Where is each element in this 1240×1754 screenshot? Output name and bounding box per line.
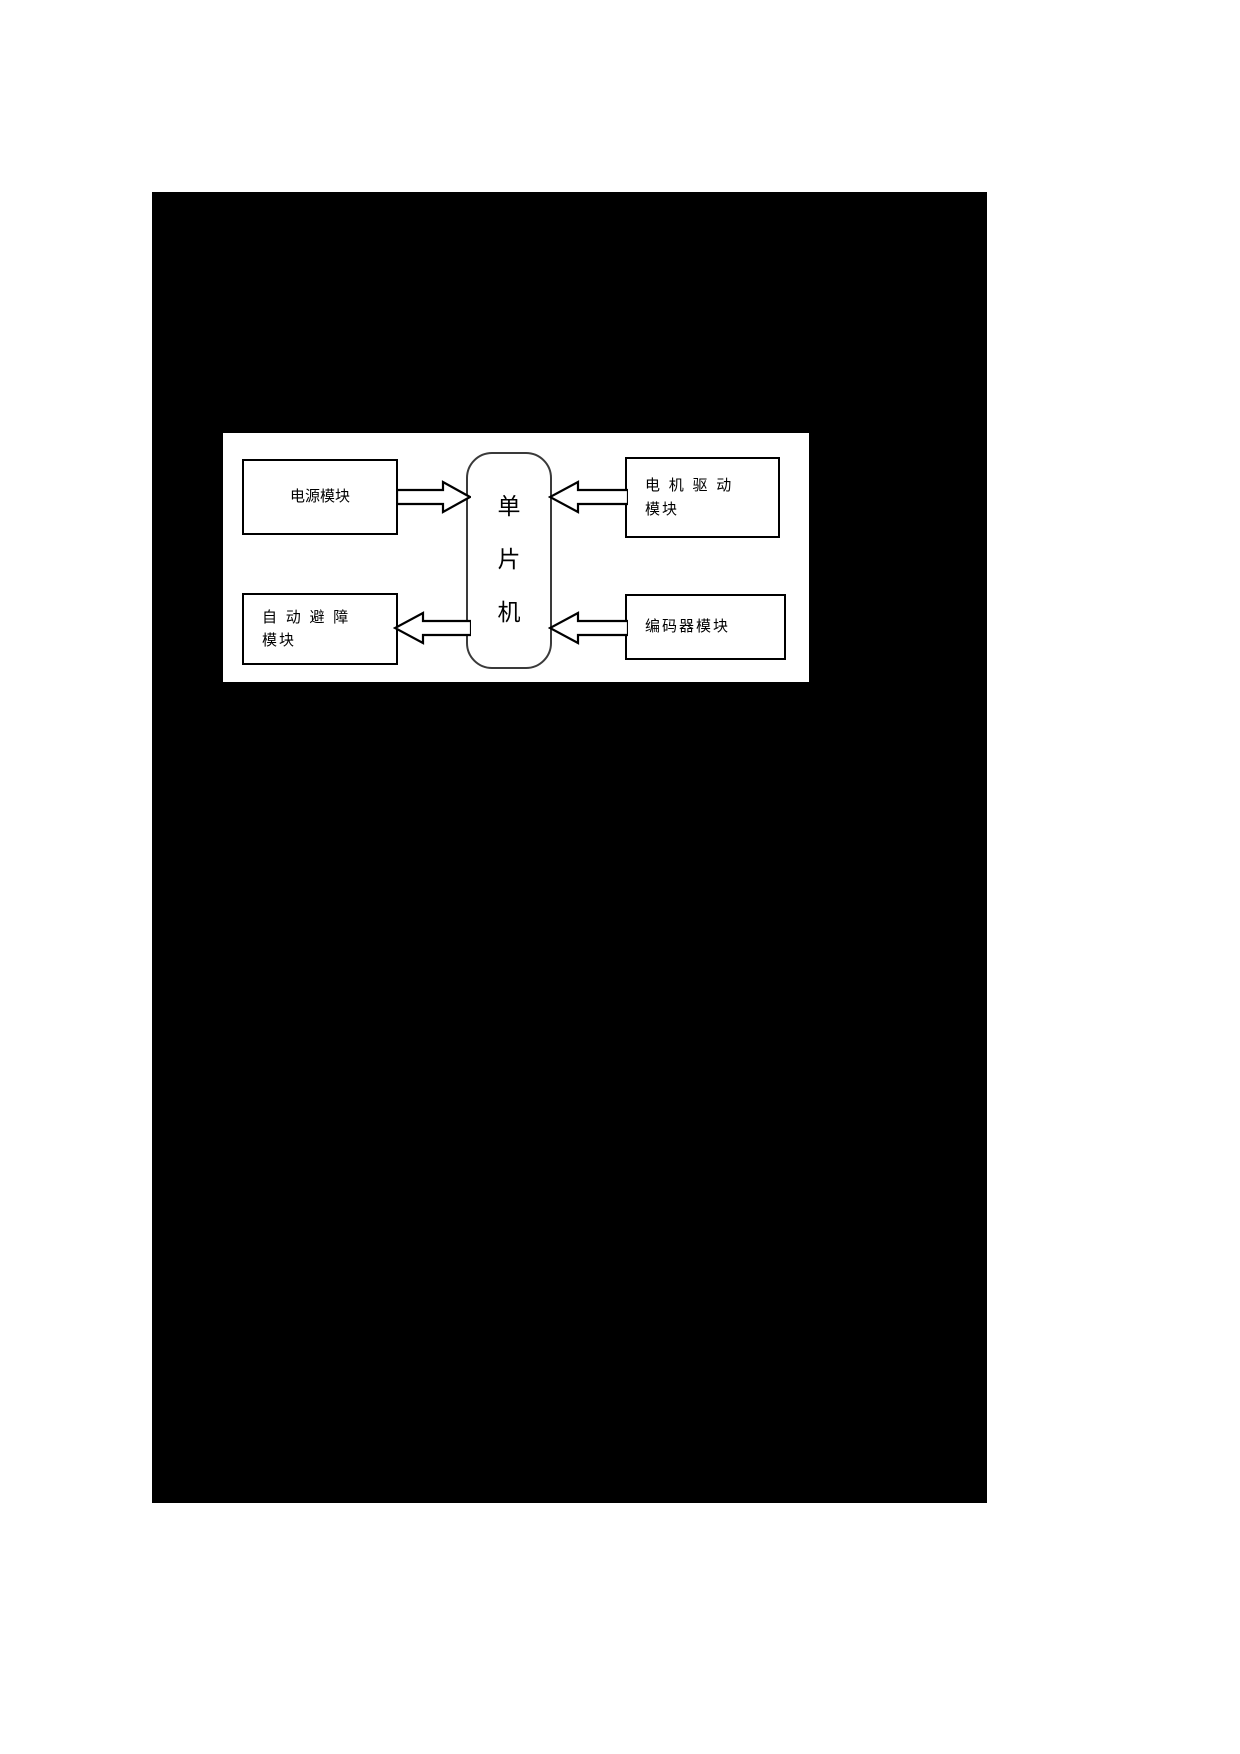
node-mcu-char-1: 单 bbox=[497, 494, 521, 520]
block-diagram-canvas: 电源模块 自 动 避 障 模块 单 片 机 电 机 驱 动 模块 编码器模块 bbox=[223, 433, 809, 682]
node-encoder-module: 编码器模块 bbox=[625, 594, 786, 660]
scanned-page-background bbox=[152, 192, 987, 1503]
node-mcu-char-3: 机 bbox=[497, 600, 521, 626]
node-power-module-label: 电源模块 bbox=[289, 487, 350, 506]
node-encoder-label: 编码器模块 bbox=[645, 617, 731, 636]
node-motor-driver-label-line2: 模块 bbox=[645, 499, 680, 518]
node-mcu: 单 片 机 bbox=[466, 452, 552, 669]
arrow-mcu-to-obstacle-avoidance-icon bbox=[393, 611, 471, 645]
node-motor-driver-module: 电 机 驱 动 模块 bbox=[625, 457, 780, 538]
arrow-motor-driver-to-mcu-icon bbox=[548, 480, 628, 514]
arrow-encoder-to-mcu-icon bbox=[548, 611, 628, 645]
node-obstacle-avoidance-label-line1: 自 动 避 障 bbox=[262, 607, 351, 626]
node-obstacle-avoidance-label-line2: 模块 bbox=[262, 631, 297, 649]
node-mcu-char-2: 片 bbox=[497, 547, 521, 573]
node-power-module: 电源模块 bbox=[242, 459, 398, 535]
arrow-power-to-mcu-icon bbox=[397, 480, 471, 514]
node-obstacle-avoidance-module: 自 动 避 障 模块 bbox=[242, 593, 398, 665]
node-motor-driver-label-line1: 电 机 驱 动 bbox=[645, 476, 734, 495]
